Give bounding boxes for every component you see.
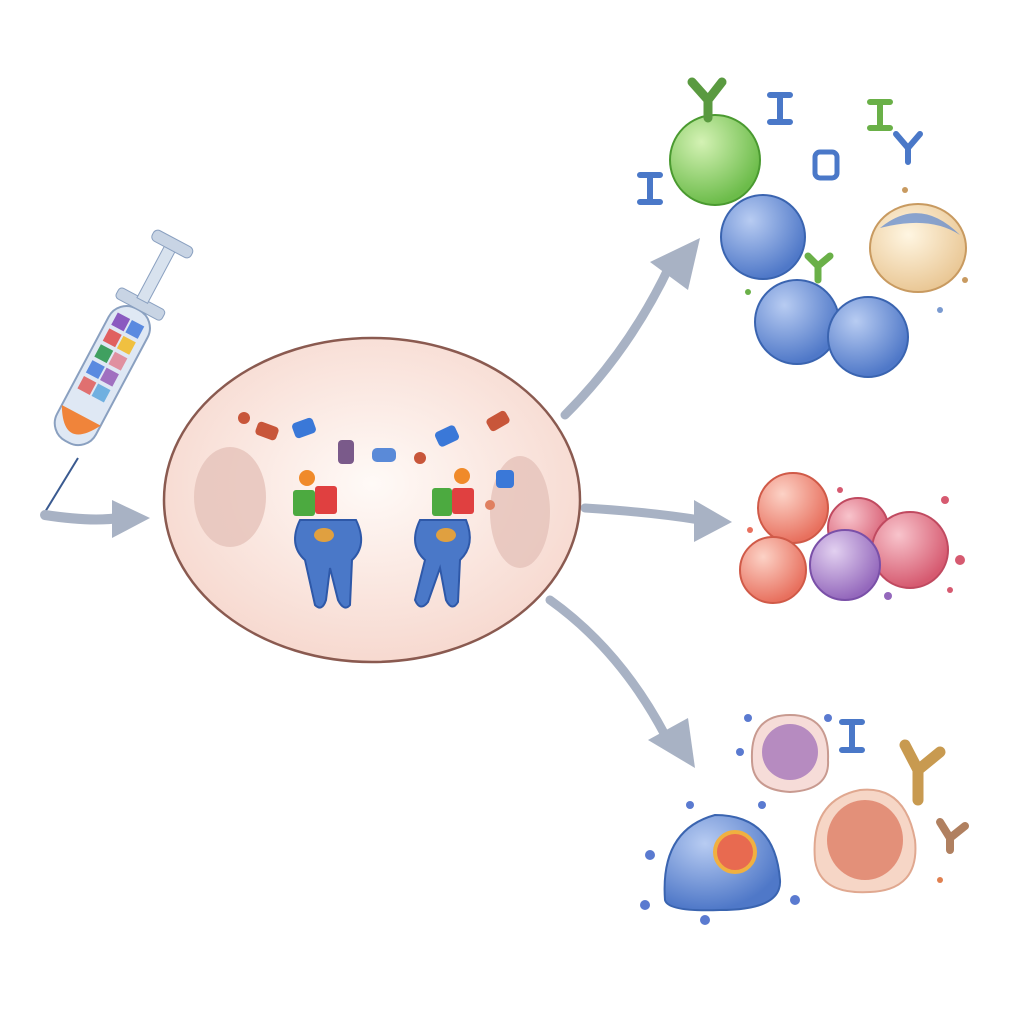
blue-cell [754, 279, 840, 365]
antibody-icon [936, 818, 969, 854]
antigen-fragments [238, 410, 514, 510]
antibody-icon [637, 172, 663, 205]
antibody-icon [804, 252, 834, 284]
arrow-to-cell [40, 500, 150, 538]
antibody-icon [893, 131, 923, 165]
antibody-icon [867, 99, 893, 131]
t-cell-cluster [739, 472, 965, 604]
antibody-icon [899, 739, 946, 806]
syringe [44, 229, 194, 513]
antibody-icon [687, 77, 727, 123]
blue-cell [720, 194, 806, 280]
antibody-icon [839, 719, 865, 753]
nucleus-left [194, 447, 266, 547]
antigen-presenting-cell [162, 336, 582, 664]
arrow-to-middle-cluster [580, 500, 732, 542]
antibody-icon [812, 149, 840, 181]
antibody-icon [767, 92, 793, 125]
memory-cell-cluster [640, 713, 969, 925]
mhc-receptor-right [413, 468, 474, 608]
arrow-to-bottom-cluster [545, 595, 695, 768]
b-cell-antibody-cluster [637, 77, 968, 378]
arrow-to-top-cluster [560, 238, 700, 420]
mhc-receptor-left [293, 470, 363, 609]
blue-cell [827, 296, 909, 378]
green-cell [669, 114, 761, 206]
